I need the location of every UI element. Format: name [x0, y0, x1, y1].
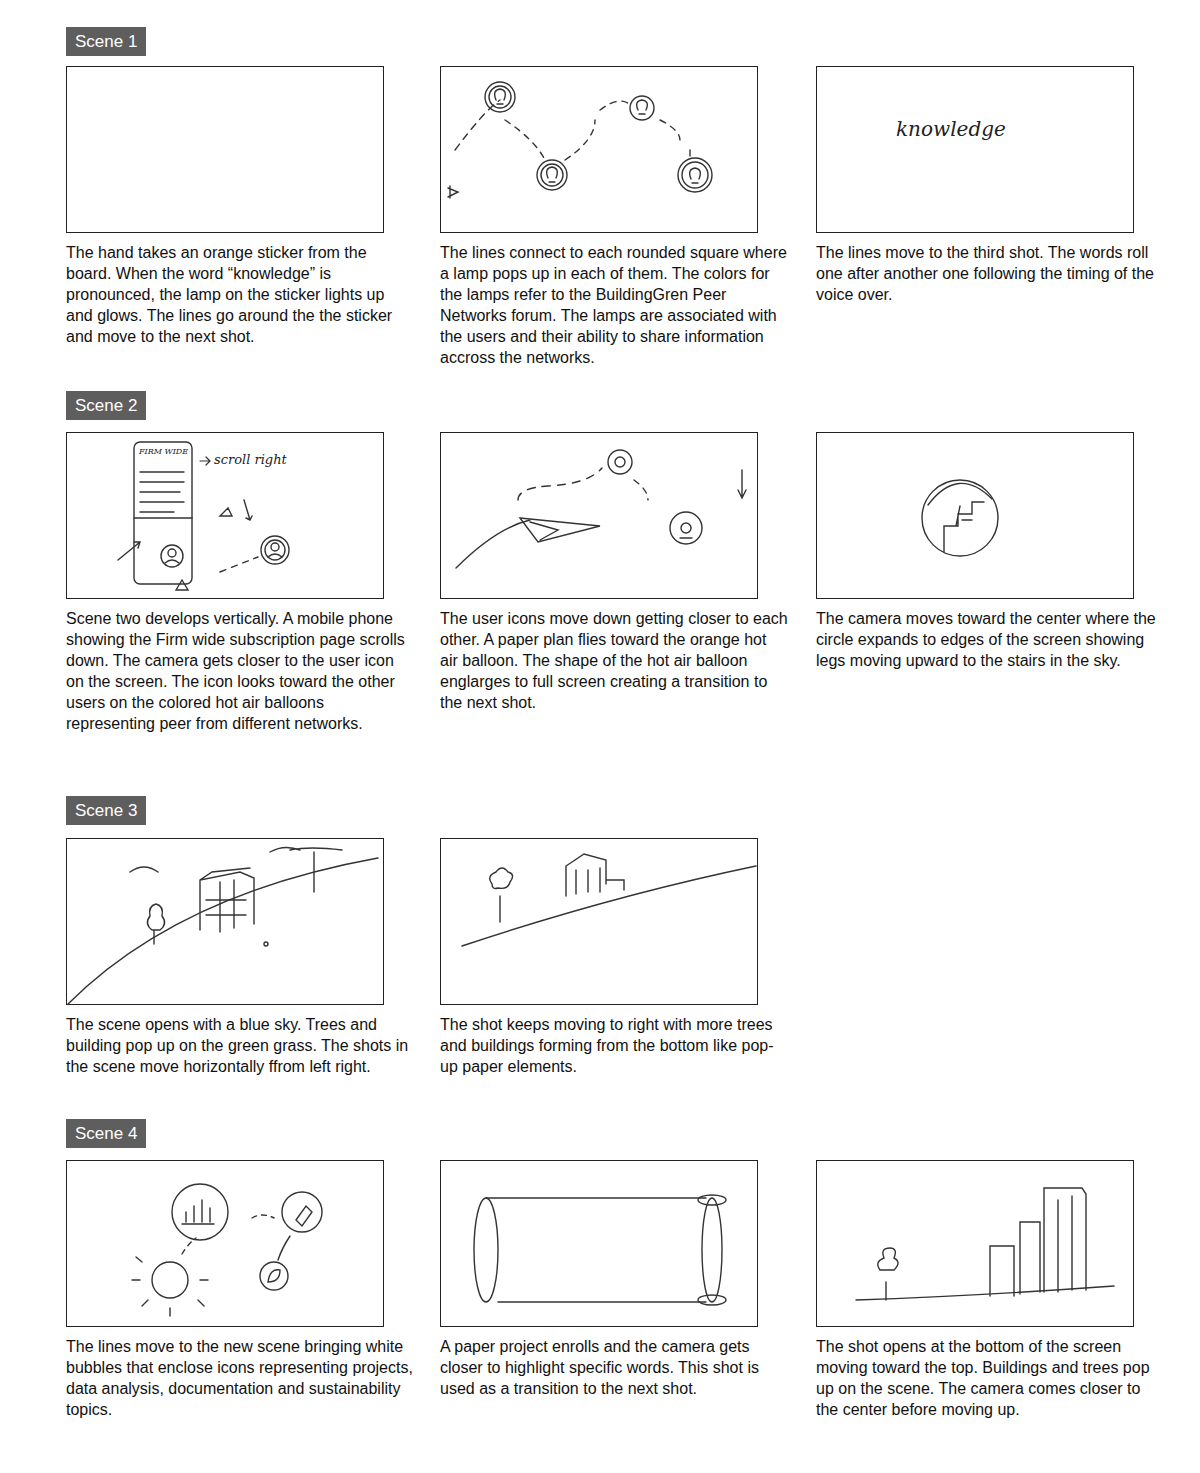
- topic-bubbles-sketch: [132, 1184, 322, 1316]
- shot-caption: The user icons move down getting closer …: [440, 608, 788, 713]
- landscape-sketch: [462, 854, 756, 946]
- paper-scroll-sketch: [474, 1195, 726, 1305]
- shot-caption: The scene opens with a blue sky. Trees a…: [66, 1014, 414, 1077]
- phone-sketch: [118, 442, 289, 590]
- shot-caption: The hand takes an orange sticker from th…: [66, 242, 414, 347]
- scene-label: Scene 4: [66, 1119, 146, 1148]
- shot-caption: The camera moves toward the center where…: [816, 608, 1164, 671]
- scene-title: Scene 3: [75, 801, 137, 820]
- scene-title: Scene 2: [75, 396, 137, 415]
- shot-caption: The shot keeps moving to right with more…: [440, 1014, 788, 1077]
- scene-label: Scene 2: [66, 391, 146, 420]
- shot-caption: The lines move to the new scene bringing…: [66, 1336, 414, 1420]
- scene-label: Scene 3: [66, 796, 146, 825]
- scene-title: Scene 4: [75, 1124, 137, 1143]
- paper-plane-sketch: [456, 450, 746, 568]
- handwritten-note: knowledge: [896, 118, 1006, 140]
- scene-title: Scene 1: [75, 32, 137, 51]
- shot-caption: The shot opens at the bottom of the scre…: [816, 1336, 1164, 1420]
- shot-caption: The lines move to the third shot. The wo…: [816, 242, 1164, 305]
- scene-label: Scene 1: [66, 27, 146, 56]
- shot-caption: A paper project enrolls and the camera g…: [440, 1336, 788, 1399]
- handwritten-note: FIRM WIDE: [139, 447, 188, 457]
- shot-caption: Scene two develops vertically. A mobile …: [66, 608, 414, 734]
- balloon-stairs-sketch: [922, 480, 998, 556]
- shot-caption: The lines connect to each rounded square…: [440, 242, 788, 368]
- landscape-sketch: [68, 847, 378, 1004]
- handwritten-note: scroll right: [214, 452, 287, 467]
- city-sketch: [856, 1188, 1114, 1300]
- lamp-network-sketch: [448, 82, 712, 198]
